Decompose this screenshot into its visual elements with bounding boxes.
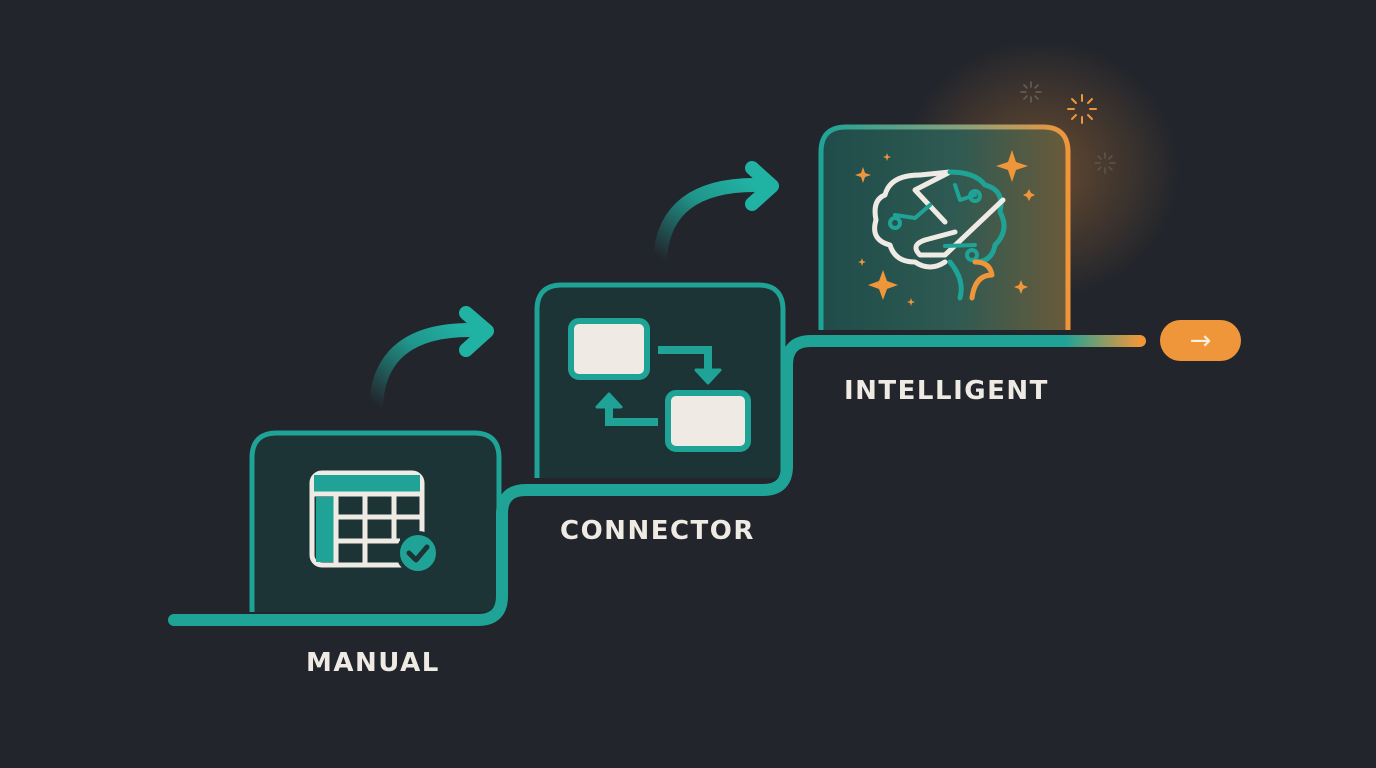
step-arrow-icon bbox=[369, 306, 494, 412]
spreadsheet-check-icon bbox=[309, 470, 440, 575]
sparkle-icon bbox=[855, 150, 1035, 306]
stage-label-manual: MANUAL bbox=[306, 648, 440, 678]
next-button[interactable]: → bbox=[1160, 320, 1241, 361]
stage-label-connector: CONNECTOR bbox=[560, 516, 755, 546]
progress-path bbox=[168, 335, 1071, 626]
step-arrow-icon bbox=[653, 161, 779, 265]
intelligent-card bbox=[818, 124, 1071, 330]
brain-circuit-icon bbox=[872, 169, 1007, 301]
burst-icon bbox=[1020, 81, 1116, 174]
arrow-right-icon: → bbox=[1189, 325, 1212, 356]
flow-boxes-icon bbox=[568, 318, 751, 452]
stage-label-intelligent: INTELLIGENT bbox=[844, 376, 1049, 406]
